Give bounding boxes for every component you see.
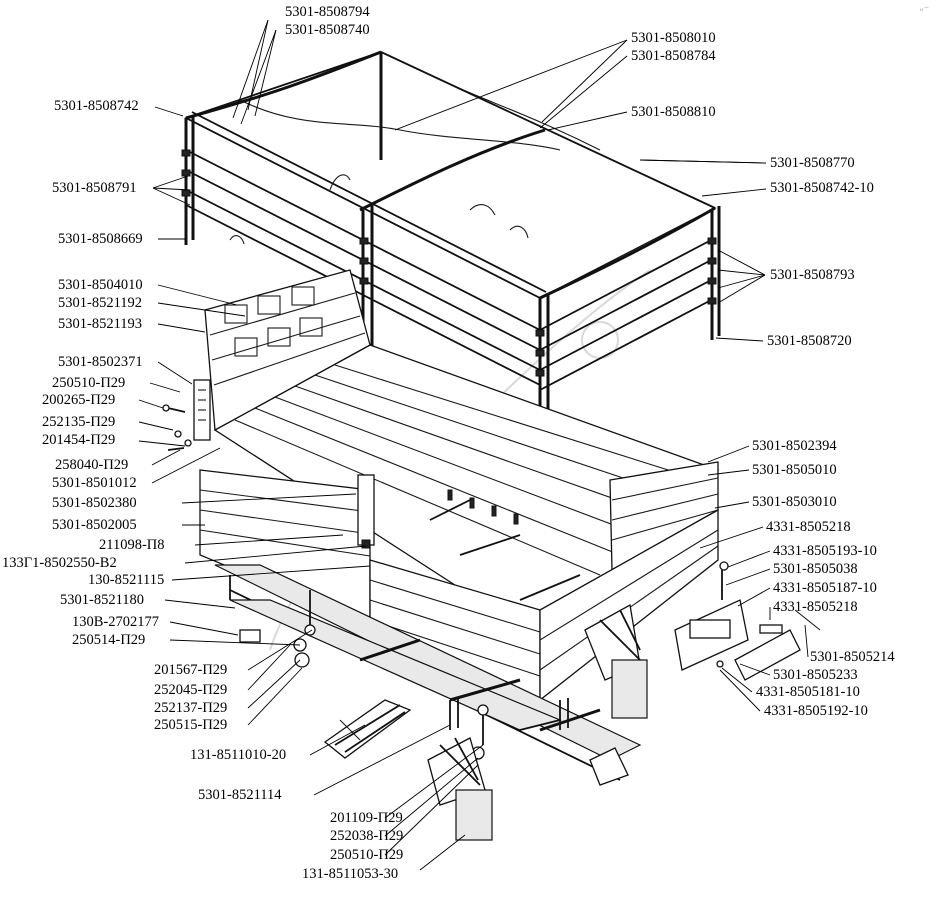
part-label: 5301-8521114 xyxy=(198,787,282,803)
part-label: 201109-П29 xyxy=(330,810,403,826)
part-label: 130-8521115 xyxy=(88,572,165,588)
part-label: 131-8511053-30 xyxy=(302,866,399,882)
part-label: 5301-8521193 xyxy=(58,316,143,332)
part-label: 250515-П29 xyxy=(154,717,228,733)
mudflap-front xyxy=(584,603,648,719)
subframe xyxy=(214,564,642,786)
part-label: 5301-8501012 xyxy=(52,475,137,491)
part-label: 4331-8505218 xyxy=(773,599,858,615)
part-label: 5301-8508810 xyxy=(631,104,716,120)
leader-lines xyxy=(138,19,809,871)
part-label: 4331-8505181-10 xyxy=(756,684,860,700)
part-label: 5301-8508791 xyxy=(52,180,137,196)
part-label: 5301-8521192 xyxy=(58,295,143,311)
part-label: 5301-8508669 xyxy=(58,231,143,247)
part-label: 5301-8508720 xyxy=(767,333,852,349)
cargo-body xyxy=(193,269,720,702)
tailgate-lock xyxy=(674,561,821,681)
part-label: 5301-8502380 xyxy=(52,495,137,511)
part-label: 131-8511010-20 xyxy=(190,747,287,763)
part-label: 5301-8508010 xyxy=(631,30,716,46)
part-label: 5301-8505038 xyxy=(773,561,858,577)
part-label: 5301-8504010 xyxy=(58,277,143,293)
part-label: 5301-8508742-10 xyxy=(770,180,874,196)
part-label: 5301-8508740 xyxy=(285,22,370,38)
part-label: 200265-П29 xyxy=(42,392,116,408)
part-label: 5301-8502394 xyxy=(752,438,837,454)
part-label: 211098-П8 xyxy=(99,537,165,553)
part-label: 5301-8521180 xyxy=(60,592,145,608)
part-label: 5301-8502005 xyxy=(52,517,137,533)
part-label: 5301-8502371 xyxy=(58,354,143,370)
part-label: 5301-8505010 xyxy=(752,462,837,478)
part-label: 5301-8508742 xyxy=(54,98,139,114)
part-label: 252135-П29 xyxy=(42,414,116,430)
part-label: 252045-П29 xyxy=(154,682,228,698)
part-label: 5301-8505233 xyxy=(773,667,858,683)
part-label: 252038-П29 xyxy=(330,828,404,844)
part-label: 5301-8508770 xyxy=(770,155,855,171)
part-label: 5301-8508794 xyxy=(285,4,370,20)
part-label: 4331-8505218 xyxy=(766,519,851,535)
part-label: 201454-П29 xyxy=(42,432,116,448)
part-label: 130В-2702177 xyxy=(72,614,159,630)
part-label: 201567-П29 xyxy=(154,662,228,678)
part-label: 250510-П29 xyxy=(330,847,404,863)
part-label: 5301-8503010 xyxy=(752,494,837,510)
part-label: 252137-П29 xyxy=(154,700,228,716)
part-label: 5301-8505214 xyxy=(810,649,895,665)
part-label: 4331-8505193-10 xyxy=(773,543,877,559)
part-label: 5301-8508784 xyxy=(631,48,716,64)
part-label: 133Г1-8502550-В2 xyxy=(2,555,117,571)
part-label: 4331-8505192-10 xyxy=(764,703,868,719)
canopy-frame xyxy=(181,50,721,455)
side-bracket xyxy=(323,699,412,759)
part-label: 4331-8505187-10 xyxy=(773,580,877,596)
part-label: 250510-П29 xyxy=(52,375,126,391)
part-label: 258040-П29 xyxy=(55,457,129,473)
corner-mark: „– xyxy=(918,2,929,13)
part-label: 5301-8508793 xyxy=(770,267,855,283)
hardware-left xyxy=(162,404,192,451)
part-label: 250514-П29 xyxy=(72,632,146,648)
